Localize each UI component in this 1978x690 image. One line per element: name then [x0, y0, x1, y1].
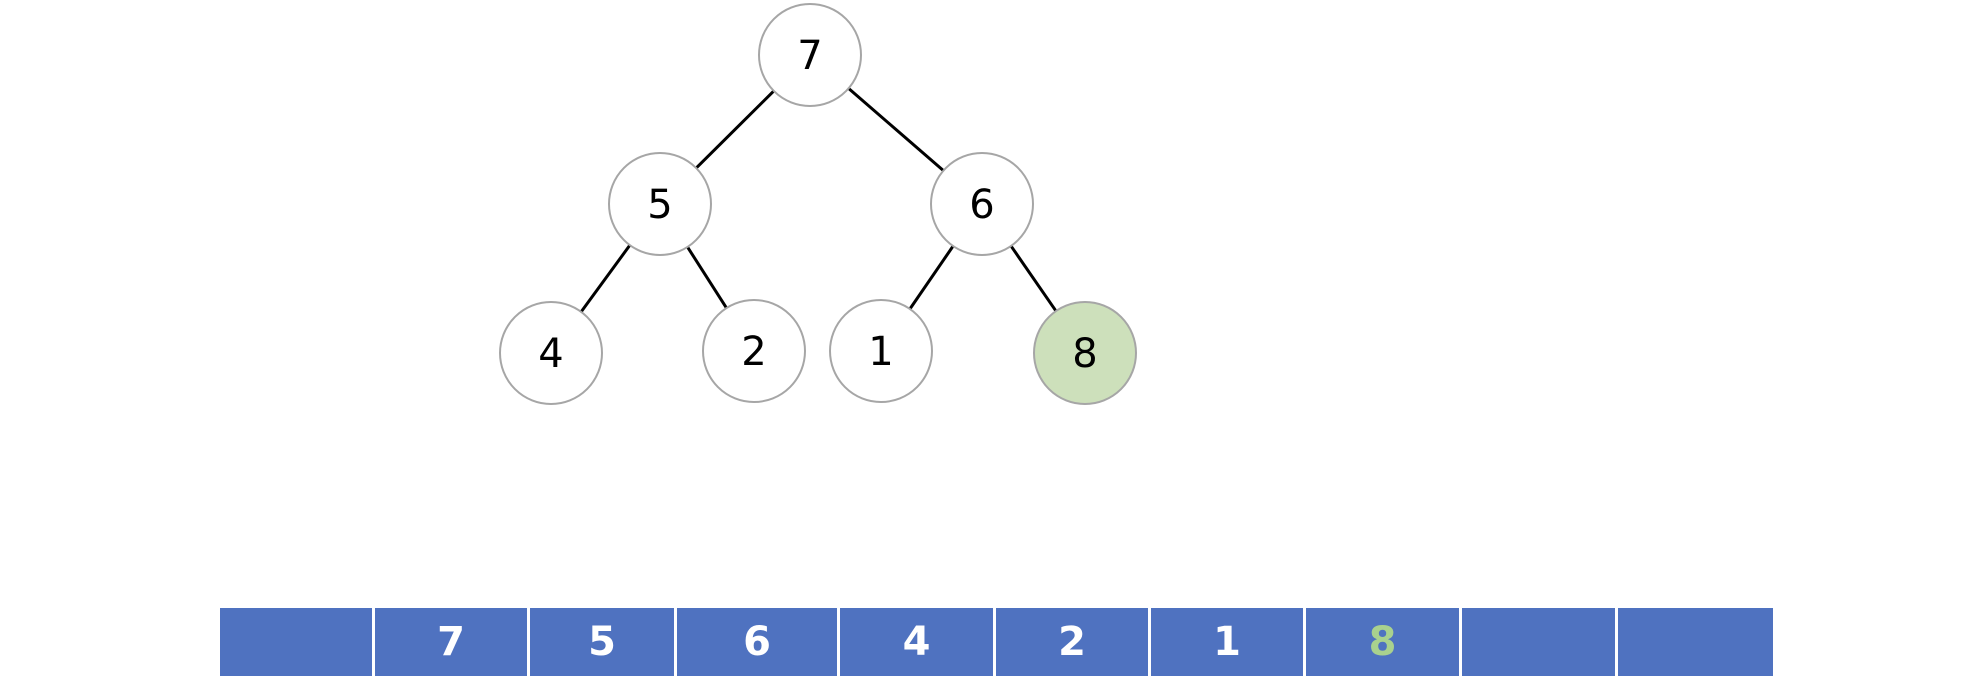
- array-cell: 5: [530, 608, 677, 676]
- tree-node-value: 8: [1072, 331, 1097, 377]
- tree-edge-n0-n2: [847, 87, 945, 172]
- tree-nodes: 7 5 6 4 2 1 8: [499, 3, 1137, 405]
- tree-node: 4: [499, 301, 603, 405]
- tree-node-circle: [829, 299, 933, 403]
- tree-node: 6: [930, 152, 1034, 256]
- tree-edge-n1-n3: [579, 244, 632, 313]
- tree-node-circle: [758, 3, 862, 107]
- tree-edges: [579, 87, 1058, 313]
- tree-node: 8: [1033, 301, 1137, 405]
- tree-node-value: 7: [797, 33, 822, 79]
- tree-node-value: 2: [741, 329, 766, 375]
- tree-node: 1: [829, 299, 933, 403]
- array-cell: 6: [677, 608, 840, 676]
- array-cell: [220, 608, 375, 676]
- array-cell: 1: [1151, 608, 1306, 676]
- array-cell-highlighted: 8: [1306, 608, 1462, 676]
- tree-edge-n2-n6: [1009, 245, 1058, 312]
- tree-node-circle-highlighted: [1033, 301, 1137, 405]
- tree-node-circle: [499, 301, 603, 405]
- array-cell: [1618, 608, 1773, 676]
- tree-node-circle: [608, 152, 712, 256]
- tree-edge-n0-n1: [695, 89, 775, 170]
- tree-node-circle: [702, 299, 806, 403]
- array-cell: 2: [996, 608, 1151, 676]
- array-cell: 4: [840, 608, 996, 676]
- tree-node-value: 1: [868, 329, 893, 375]
- tree-node: 5: [608, 152, 712, 256]
- tree-edge-n2-n5: [908, 245, 955, 310]
- tree-node-value: 4: [538, 331, 563, 377]
- tree-node: 7: [758, 3, 862, 107]
- array-cell: 7: [375, 608, 530, 676]
- tree-node-circle: [930, 152, 1034, 256]
- tree-edge-n1-n4: [686, 246, 728, 309]
- tree-node-value: 6: [969, 182, 994, 228]
- tree-node-value: 5: [647, 182, 672, 228]
- tree-node: 2: [702, 299, 806, 403]
- array-cell: [1462, 608, 1618, 676]
